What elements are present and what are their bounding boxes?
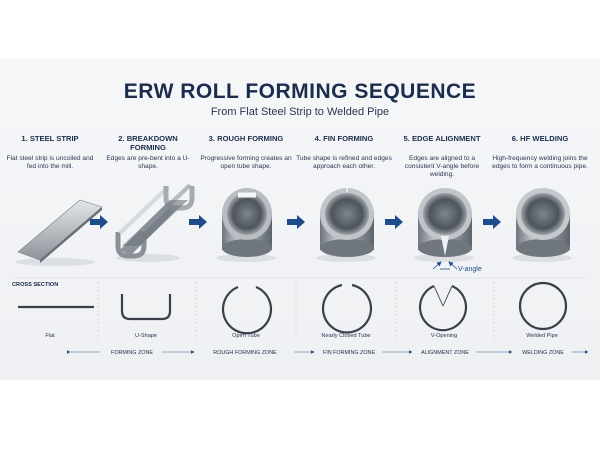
nearly-closed-section (321, 283, 373, 334)
cross-section-label-flat: Flat (45, 333, 55, 339)
step-5-heading: 5. EDGE ALIGNMENT (403, 134, 481, 143)
step-4-heading: 4. FIN FORMING (314, 134, 374, 143)
zone-label-forming: Forming Zone (111, 350, 153, 356)
v-opening-ring (418, 284, 468, 332)
cross-section-shapes (18, 281, 568, 335)
zone-label-rough-forming: Rough Forming Zone (213, 350, 277, 356)
v-angle-label: V-angle (458, 266, 482, 273)
floor-shadows (15, 254, 572, 266)
step-4-description: Tube shape is refined and edges approach… (296, 155, 392, 170)
welded-pipe-illustration (516, 188, 570, 257)
column-separators (97, 282, 495, 342)
cross-section-title: CROSS SECTION (12, 282, 59, 288)
arrow-icon (385, 215, 403, 229)
edge-alignment-illustration (418, 188, 472, 257)
step-3-description: Progressive forming creates an open tube… (200, 155, 292, 170)
nearly-closed-tube-illustration (320, 188, 374, 257)
step-3-heading: 3. ROUGH FORMING (208, 134, 284, 143)
open-tube-illustration (222, 188, 272, 257)
open-tube-section (221, 285, 273, 335)
zone-label-fin-forming: Fin Forming Zone (322, 350, 376, 356)
v-opening-lines (433, 285, 453, 307)
page-subtitle: From Flat Steel Strip to Welded Pipe (210, 106, 390, 118)
welded-pipe-section (518, 281, 568, 331)
page-title: ERW ROLL FORMING SEQUENCE (123, 80, 477, 103)
zone-label-welding: Welding Zone (522, 350, 564, 356)
cross-section-label-nearly-closed: Nearly Closed Tube (321, 333, 371, 339)
step-6-description: High-frequency welding joins the edges t… (492, 155, 588, 170)
arrow-icon (287, 215, 305, 229)
arrow-icon (483, 215, 501, 229)
cross-section-label-u-shape: U-Shape (134, 333, 158, 339)
arrow-icon (90, 215, 108, 229)
v-angle-callout (432, 261, 458, 270)
step-5-description: Edges are aligned to a consistent V-angl… (404, 155, 480, 178)
step-2-description: Edges are pre-bent into a U-shape. (106, 155, 190, 170)
zone-label-alignment: Alignment Zone (421, 350, 469, 356)
cross-section-label-open-tube: Open Tube (232, 333, 260, 339)
u-section (120, 294, 172, 321)
step-1-heading: 1. STEEL STRIP (21, 134, 79, 143)
steel-strip-illustration (17, 199, 103, 263)
step-1-description: Flat steel strip is uncoiled and fed int… (6, 155, 94, 170)
cross-section-label-v-opening: V-Opening (430, 333, 458, 339)
step-2-heading: 2. BREAKDOWN FORMING (118, 134, 178, 152)
u-channel-illustration (115, 184, 195, 259)
step-6-heading: 6. HF WELDING (511, 134, 569, 143)
arrow-icon (189, 215, 207, 229)
cross-section-label-welded-pipe: Welded Pipe (526, 333, 558, 339)
flow-arrows (90, 215, 501, 229)
